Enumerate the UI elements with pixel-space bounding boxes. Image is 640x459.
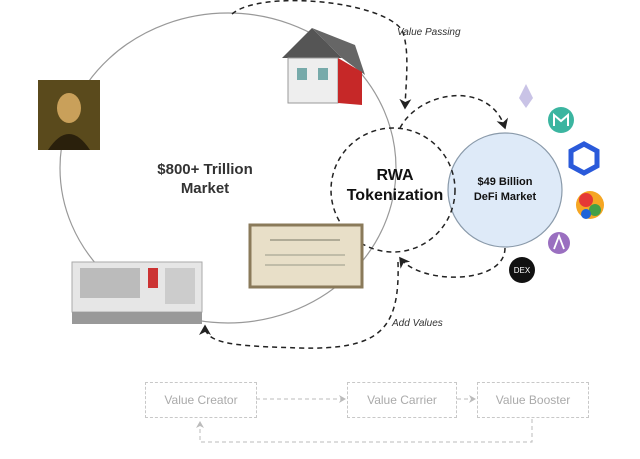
booster-to-creator-loop xyxy=(196,419,533,443)
value-creator-label: Value Creator xyxy=(164,393,238,407)
defi-market-circle xyxy=(447,132,563,248)
cnc-machine-image xyxy=(71,261,203,324)
value-booster-label: Value Booster xyxy=(495,393,571,407)
dex-label: DEX xyxy=(514,266,531,275)
add-values-label: Add Values xyxy=(392,318,443,329)
value-passing-label: Value Passing xyxy=(397,27,461,38)
main-market-line2: Market xyxy=(180,180,230,197)
defi-to-rwa-arrow xyxy=(399,247,506,278)
main-market-line1: $800+ Trillion xyxy=(157,161,253,178)
rwa-label: RWA Tokenization xyxy=(330,166,460,206)
add-values-arrow xyxy=(199,261,399,349)
defi-line1: $49 Billion xyxy=(477,176,533,188)
value-passing-arrow xyxy=(231,0,412,110)
mona-lisa-image xyxy=(38,80,100,150)
chainlink-icon xyxy=(568,141,600,176)
ethereum-icon xyxy=(519,84,533,108)
stock-certificate-image xyxy=(248,223,364,289)
house-image xyxy=(282,28,365,105)
value-booster-box: Value Booster xyxy=(477,382,589,418)
value-carrier-label: Value Carrier xyxy=(367,393,437,407)
rwa-line2: Tokenization xyxy=(346,187,444,204)
rwa-to-defi-arrow xyxy=(399,94,509,130)
value-carrier-box: Value Carrier xyxy=(347,382,457,418)
value-creator-box: Value Creator xyxy=(145,382,257,418)
defi-line2: DeFi Market xyxy=(473,191,537,203)
rwa-line1: RWA xyxy=(376,167,414,184)
rwa-tokenization-circle xyxy=(330,127,456,253)
dex-icon xyxy=(509,257,535,283)
